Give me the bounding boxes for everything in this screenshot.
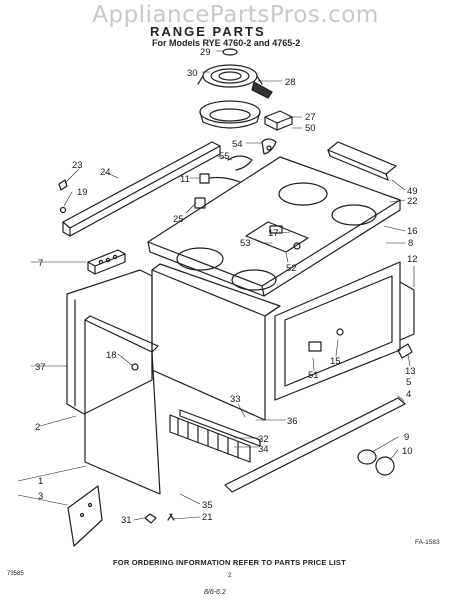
callout-15: 15 — [330, 356, 341, 367]
callout-3: 3 — [38, 491, 43, 502]
literature-code: 73585 — [7, 571, 24, 577]
oven-light — [357, 343, 413, 476]
oven-rack — [169, 414, 251, 463]
callout-9: 9 — [404, 432, 409, 443]
left-side-panel — [66, 269, 153, 415]
callout-27: 27 — [305, 112, 316, 123]
callout-33: 33 — [230, 394, 241, 405]
page-title: RANGE PARTS — [150, 24, 266, 39]
callout-11: 11 — [180, 174, 190, 185]
callout-10: 10 — [402, 446, 413, 457]
handwritten-note: 8/6-6.2 — [204, 589, 226, 596]
cooktop — [147, 156, 401, 297]
callout-49: 49 — [407, 186, 418, 197]
callout-labels: 29 30 28 27 50 54 55 23 24 19 11 25 49 2… — [35, 47, 418, 526]
callout-22: 22 — [407, 196, 418, 207]
callout-37: 37 — [35, 362, 46, 373]
callout-2: 2 — [35, 422, 40, 433]
model-subtitle: For Models RYE 4760-2 and 4765-2 — [152, 38, 301, 48]
callout-29: 29 — [200, 47, 211, 58]
callout-19: 19 — [77, 187, 88, 198]
callout-5: 5 — [406, 377, 411, 388]
callout-4: 4 — [406, 389, 411, 400]
watermark: AppliancePartsPros.com — [92, 2, 379, 28]
callout-24: 24 — [100, 167, 111, 178]
callout-36: 36 — [287, 416, 298, 427]
ordering-info: FOR ORDERING INFORMATION REFER TO PARTS … — [113, 558, 346, 567]
bottom-rail — [224, 397, 406, 493]
rear-rail-right — [327, 141, 397, 181]
callout-34: 34 — [258, 444, 269, 455]
callout-13: 13 — [405, 366, 416, 377]
callout-31: 31 — [121, 515, 132, 526]
callout-51: 51 — [308, 370, 319, 381]
callout-1: 1 — [38, 476, 43, 487]
callout-25: 25 — [173, 214, 184, 225]
screw-left — [58, 179, 68, 214]
callout-53: 53 — [240, 238, 251, 249]
figure-number: FA-1583 — [415, 539, 440, 546]
drawer-door — [84, 315, 161, 495]
callout-54: 54 — [232, 139, 243, 150]
leveling-screws — [144, 513, 175, 524]
leader-lines — [17, 50, 415, 521]
callout-28: 28 — [285, 77, 296, 88]
control-block — [87, 249, 126, 275]
callout-30: 30 — [187, 68, 198, 79]
wire-harness — [194, 155, 253, 209]
callout-18: 18 — [106, 350, 117, 361]
callout-52: 52 — [286, 263, 297, 274]
callout-17: 17 — [268, 228, 279, 239]
oven-front — [274, 261, 415, 401]
callout-7: 7 — [38, 258, 43, 269]
callout-35: 35 — [202, 500, 213, 511]
page-number: 2 — [228, 572, 232, 579]
terminal-block — [264, 110, 293, 131]
range-body — [151, 263, 281, 447]
callout-21: 21 — [202, 512, 213, 523]
surface-unit-assembly — [197, 48, 273, 129]
callout-8: 8 — [408, 238, 413, 249]
callout-12: 12 — [407, 254, 418, 265]
wire-clamp — [261, 138, 277, 155]
callout-23: 23 — [72, 160, 83, 171]
callout-55: 55 — [219, 151, 230, 162]
callout-32: 32 — [258, 434, 269, 445]
rear-channel-left — [62, 141, 221, 237]
kick-plate — [67, 485, 103, 547]
callout-16: 16 — [407, 226, 418, 237]
callout-50: 50 — [305, 123, 316, 134]
